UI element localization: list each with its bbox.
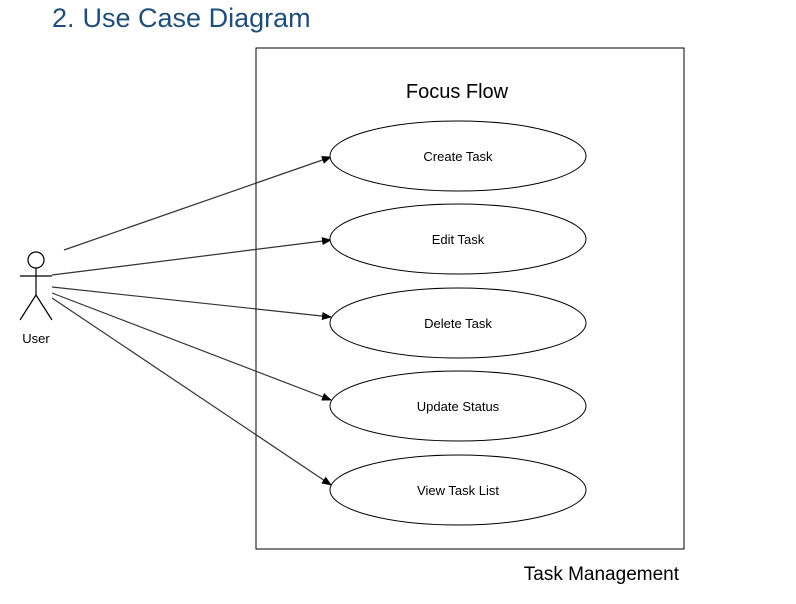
use-case-ellipse <box>329 203 587 275</box>
association-edit-task <box>51 237 332 276</box>
section-title: Use Case Diagram <box>82 3 311 33</box>
associations <box>51 156 332 486</box>
use-case-label: Create Task <box>423 149 493 164</box>
diagram-caption: Task Management <box>524 564 680 585</box>
use-case-ellipse <box>329 454 587 526</box>
actor-right-leg <box>35 294 53 321</box>
system-boundary <box>255 47 685 550</box>
use-case-label: Edit Task <box>432 232 485 247</box>
use-case-update-status: Update Status <box>329 370 587 442</box>
section-heading: 2. Use Case Diagram <box>52 0 311 36</box>
association-create-task <box>63 156 332 251</box>
association-view-task-list <box>51 297 332 486</box>
use-case-label: Delete Task <box>424 316 492 331</box>
use-case-view-task-list: View Task List <box>329 454 587 526</box>
association-update-status <box>51 292 332 401</box>
association-delete-task <box>51 286 332 321</box>
use-case-label: View Task List <box>417 483 499 498</box>
actor-label: User <box>22 331 50 346</box>
actor-user: User <box>19 251 53 346</box>
section-number: 2. <box>52 3 75 33</box>
use-case-create-task: Create Task <box>329 120 587 192</box>
use-case-ellipse <box>329 287 587 359</box>
actor-left-leg <box>19 294 37 321</box>
use-case-ellipse <box>329 120 587 192</box>
use-case-delete-task: Delete Task <box>329 287 587 359</box>
use-case-edit-task: Edit Task <box>329 203 587 275</box>
system-name: Focus Flow <box>406 81 509 103</box>
actor-head <box>27 251 45 269</box>
use-case-label: Update Status <box>417 399 500 414</box>
use-case-ellipse <box>329 370 587 442</box>
